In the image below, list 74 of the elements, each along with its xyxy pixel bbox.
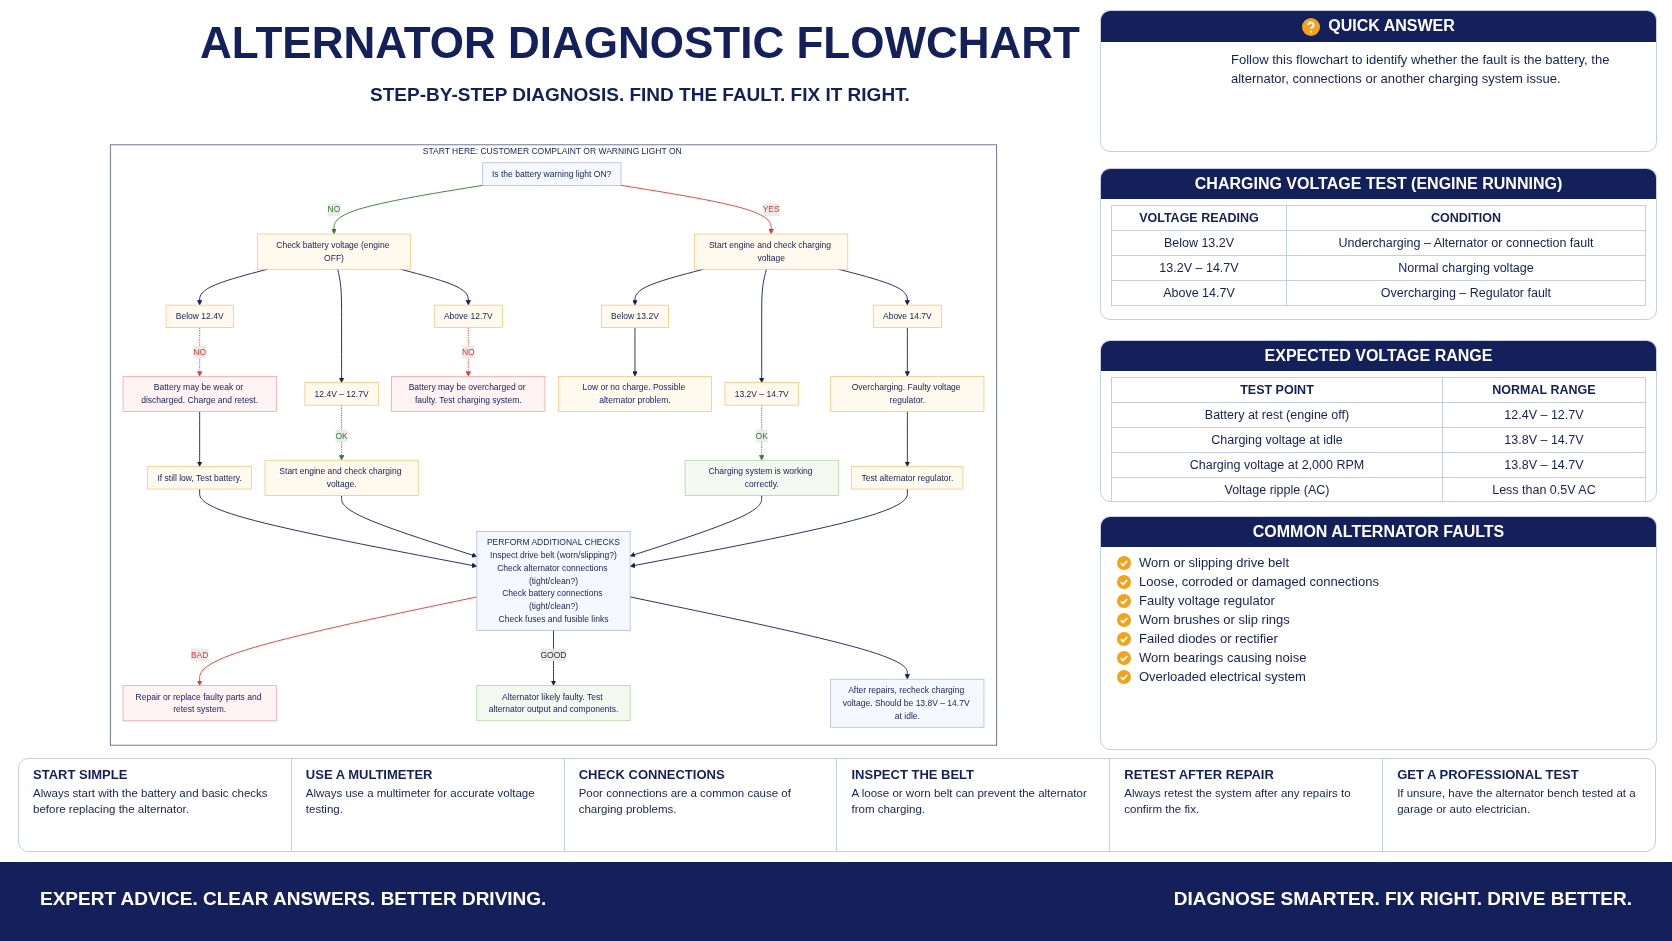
tip-text: If unsure, have the alternator bench tested at a garage or auto electrician.	[1397, 786, 1637, 817]
column-header: VOLTAGE READING	[1111, 205, 1287, 231]
node-box: Low or no charge. Possible alternator problem.	[558, 375, 712, 412]
edge-label: GOOD	[540, 649, 567, 660]
list-item: Worn bearings causing noise	[1139, 650, 1307, 665]
table-cell: 12.4V – 12.7V	[1442, 402, 1646, 428]
node-box: Repair or replace faulty parts and retest system.	[122, 685, 277, 722]
footer-slogan: EXPERT ADVICE. CLEAR ANSWERS. BETTER DRIVING.	[40, 888, 547, 910]
table-cell: Voltage ripple (AC)	[1111, 477, 1443, 501]
table-cell: Charging voltage at 2,000 RPM	[1111, 452, 1443, 478]
table-cell: Above 14.7V	[1111, 280, 1287, 306]
tip-text: Always start with the battery and basic checks before replacing the alternator.	[33, 786, 269, 817]
tip-heading: RETEST AFTER REPAIR	[1124, 767, 1275, 782]
node-box: Start engine and check charging voltage.	[264, 459, 419, 496]
subtitle: STEP-BY-STEP DIAGNOSIS. FIND THE FAULT. FIX IT RIGHT.	[369, 84, 911, 106]
node-box: Battery may be overcharged or faulty. Test charging system.	[391, 375, 546, 412]
list-item: Failed diodes or rectifier	[1139, 631, 1278, 646]
tip-text: Poor connections are a common cause of charging problems.	[578, 786, 792, 817]
node-box: PERFORM ADDITIONAL CHECKS Inspect drive belt (worn/slipping?) Check alternator connections (tight/clean?) Check battery connections (tight/clean?) Check fuses and fusible links	[476, 531, 631, 631]
edge-label: OK	[335, 430, 348, 441]
column-header: TEST POINT	[1111, 377, 1443, 403]
tip-text: Always use a multimeter for accurate voltage testing.	[305, 786, 536, 817]
diagram-title: ALTERNATOR DIAGNOSTIC FLOWCHART	[200, 18, 1080, 68]
table-cell: Undercharging – Alternator or connection fault	[1286, 230, 1646, 256]
panel-heading: QUICK ANSWER	[1328, 17, 1455, 34]
edge-label: NO	[193, 346, 207, 357]
node-box: Is the battery warning light ON?	[481, 162, 622, 186]
column-header: CONDITION	[1286, 205, 1646, 231]
table-cell: Battery at rest (engine off)	[1111, 402, 1443, 428]
node-box: 13.2V – 14.7V	[724, 382, 799, 406]
node-box: Check battery voltage (engine OFF)	[257, 233, 411, 270]
edge-label: NO	[461, 346, 475, 357]
node-box: Below 13.2V	[601, 304, 669, 328]
table-cell: 13.2V – 14.7V	[1111, 255, 1287, 281]
list-item: Overloaded electrical system	[1139, 669, 1306, 684]
table-cell: Normal charging voltage	[1286, 255, 1646, 281]
table-cell: 13.8V – 14.7V	[1442, 427, 1646, 453]
node-box: After repairs, recheck charging voltage. Should be 13.8V – 14.7V at idle.	[830, 678, 985, 728]
node-box: Below 12.4V	[165, 304, 234, 328]
edge-label: YES	[762, 204, 780, 215]
list-item: Faulty voltage regulator	[1139, 593, 1275, 608]
panel-text: Follow this flowchart to identify whether the fault is the battery, the alternator, connections or another charging system issue.	[1231, 50, 1611, 89]
tip-heading: INSPECT THE BELT	[851, 767, 976, 782]
table-cell: 13.8V – 14.7V	[1442, 452, 1646, 478]
edge-label: OK	[755, 430, 768, 441]
tip-heading: GET A PROFESSIONAL TEST	[1397, 767, 1580, 782]
list-item: Loose, corroded or damaged connections	[1139, 574, 1379, 589]
tip-heading: USE A MULTIMETER	[305, 767, 434, 782]
node-box: If still low, Test battery.	[147, 466, 252, 490]
node-box: Alternator likely faulty. Test alternator output and components.	[476, 685, 631, 722]
node-box: Overcharging. Faulty voltage regulator.	[830, 375, 985, 412]
panel-heading: CHARGING VOLTAGE TEST (ENGINE RUNNING)	[1101, 169, 1656, 199]
table-cell: Below 13.2V	[1111, 230, 1287, 256]
column-header: NORMAL RANGE	[1442, 377, 1646, 403]
tip-heading: CHECK CONNECTIONS	[578, 767, 726, 782]
edge-label: NO	[327, 204, 341, 215]
node-box: Above 14.7V	[872, 304, 942, 328]
list-item: Worn brushes or slip rings	[1139, 612, 1290, 627]
tip-text: A loose or worn belt can prevent the alternator from charging.	[851, 786, 1088, 817]
tip-text: Always retest the system after any repairs to confirm the fix.	[1124, 786, 1352, 817]
table-cell: Charging voltage at idle	[1111, 427, 1443, 453]
list-item: Worn or slipping drive belt	[1139, 555, 1290, 570]
table-cell: Overcharging – Regulator fault	[1286, 280, 1646, 306]
node-box: Start engine and check charging voltage	[694, 233, 849, 270]
node-box: Above 12.7V	[433, 304, 503, 328]
footer-slogan: DIAGNOSE SMARTER. FIX RIGHT. DRIVE BETTER.	[1173, 888, 1632, 910]
tip-heading: START SIMPLE	[33, 767, 129, 782]
edge-label: BAD	[190, 649, 209, 660]
node-box: Charging system is working correctly.	[684, 459, 839, 496]
panel-heading: EXPECTED VOLTAGE RANGE	[1101, 341, 1656, 371]
node-box: Battery may be weak or discharged. Charge and retest.	[122, 375, 277, 412]
node-box: Test alternator regulator.	[851, 466, 964, 490]
panel-heading: COMMON ALTERNATOR FAULTS	[1101, 517, 1656, 547]
node-box: 12.4V – 12.7V	[304, 382, 379, 406]
